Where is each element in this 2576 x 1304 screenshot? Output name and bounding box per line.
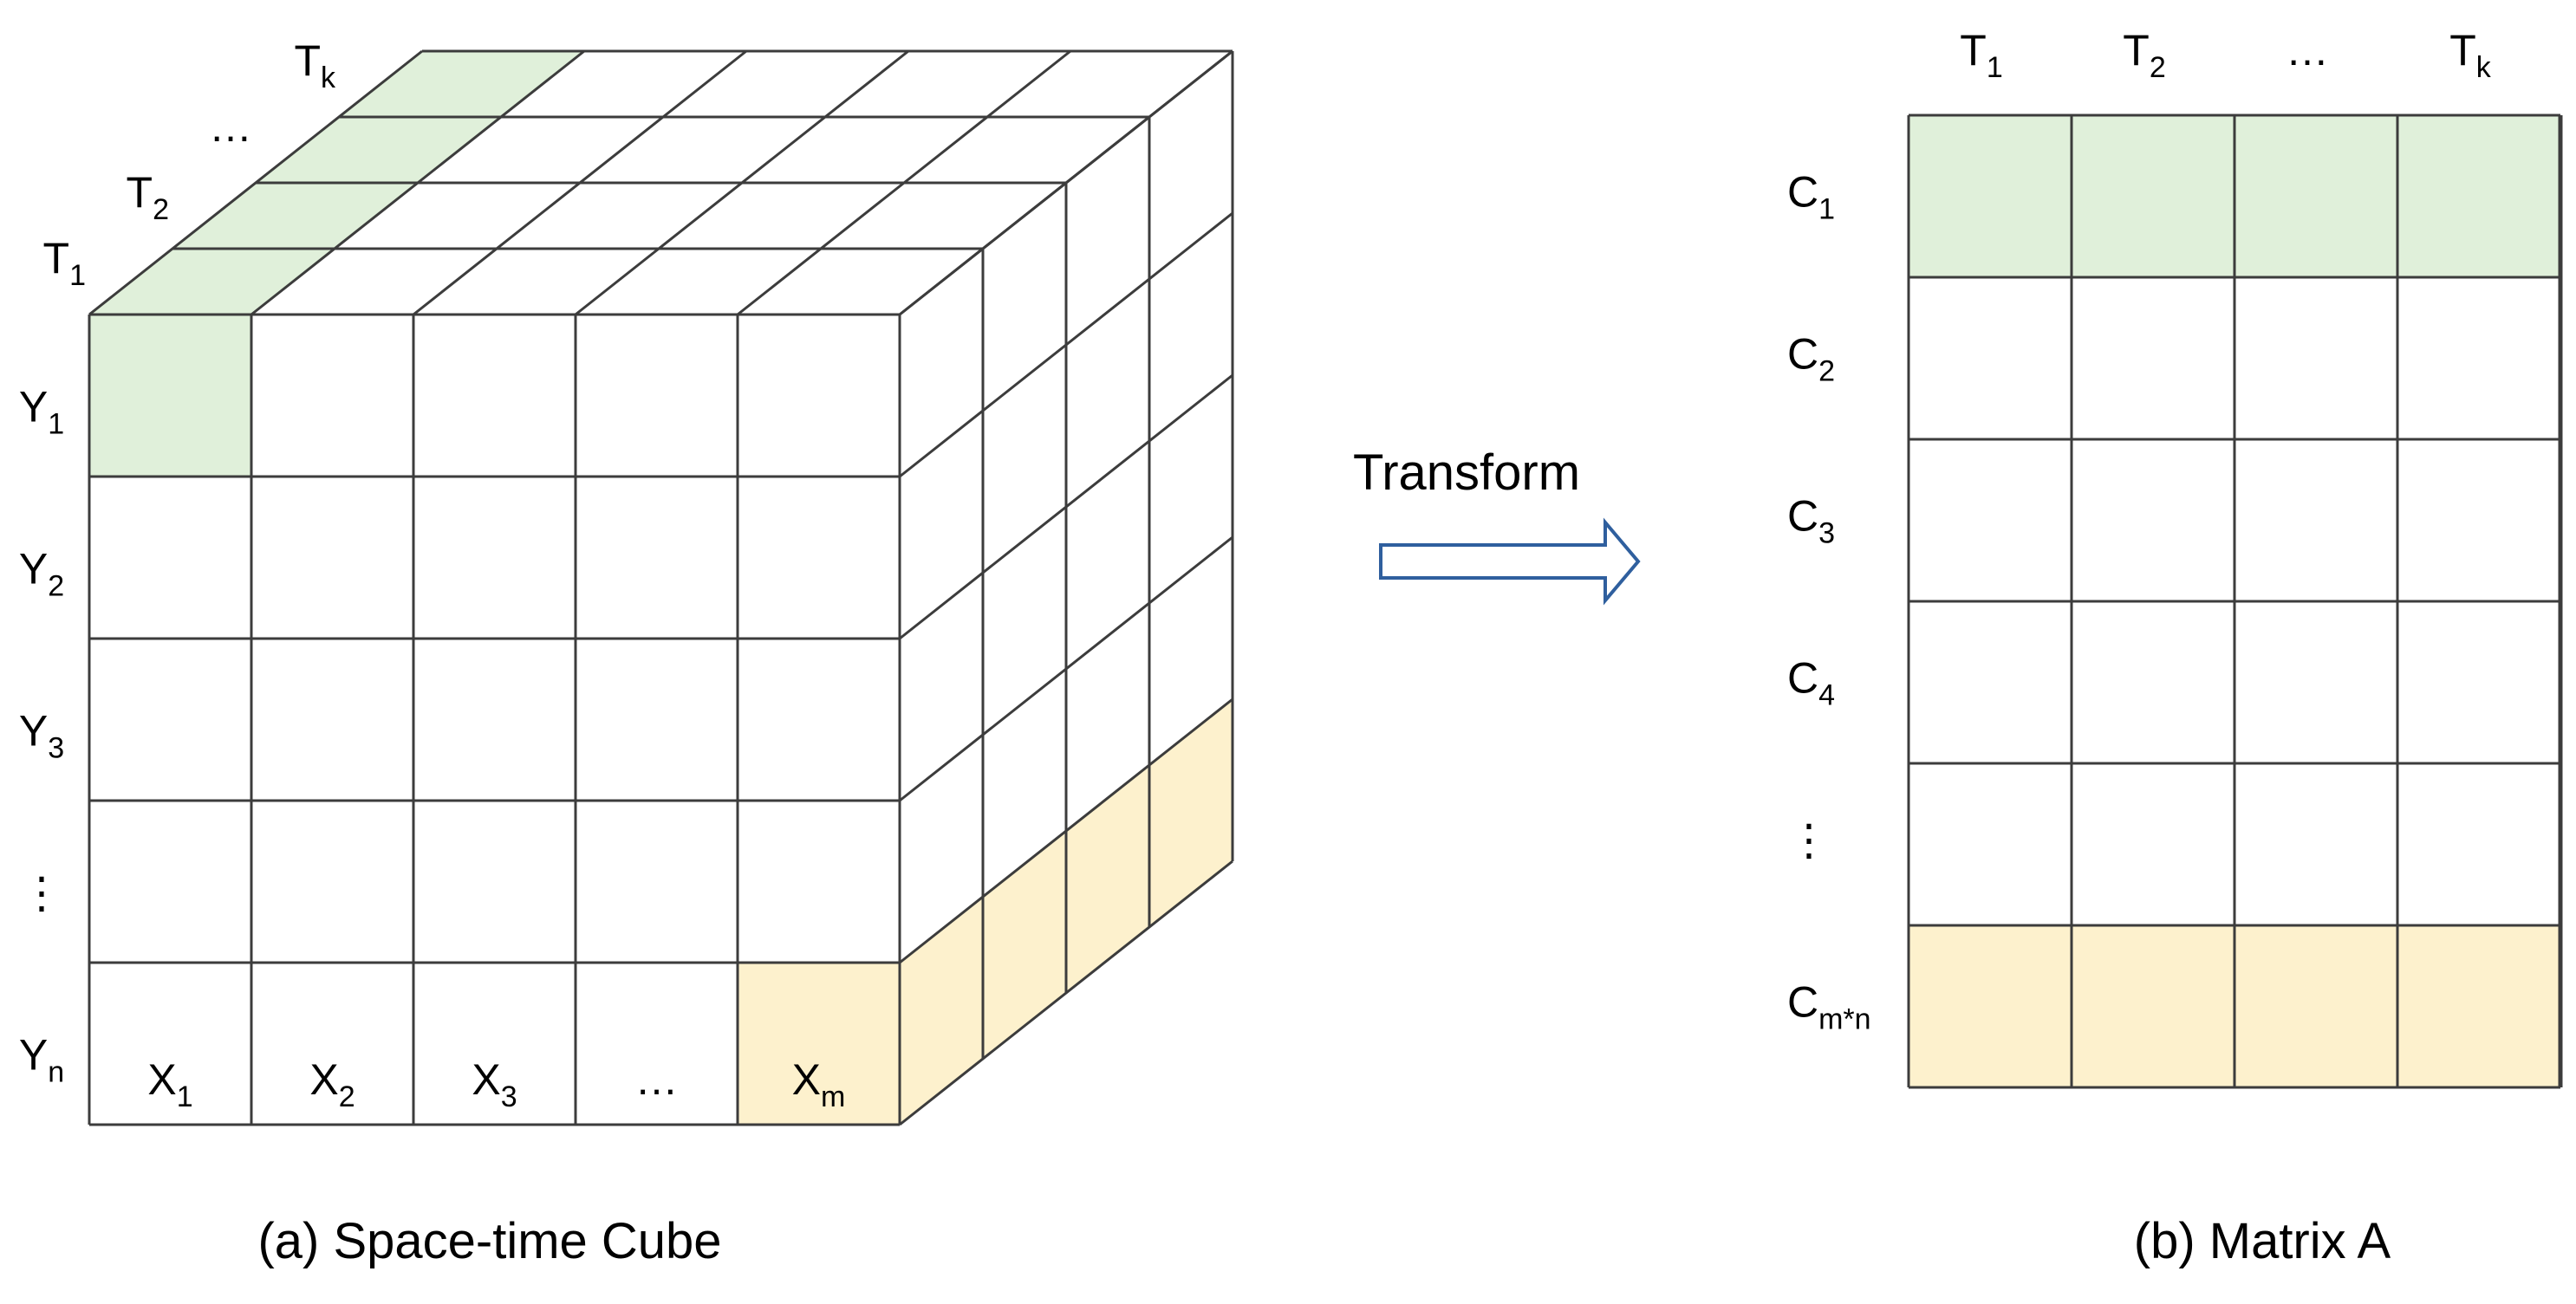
y-label: Yn <box>19 1031 64 1089</box>
green-front-cell <box>89 315 251 477</box>
x-label: Xm <box>792 1055 846 1113</box>
matrix-row-label: Cm*n <box>1787 978 1871 1036</box>
y-label: Y3 <box>19 707 64 765</box>
matrix-row-label: ⋮ <box>1787 816 1831 865</box>
x-label: … <box>635 1055 679 1104</box>
t-label: Tk <box>294 36 336 94</box>
matrix-col-label: … <box>2286 26 2329 75</box>
x-label: X3 <box>472 1055 517 1113</box>
cube-caption: (a) Space-time Cube <box>257 1213 721 1269</box>
matrix-col-label: T2 <box>2123 26 2165 84</box>
x-label: X2 <box>309 1055 355 1113</box>
transform-arrow <box>1379 517 1641 606</box>
transform-label: Transform <box>1353 444 1580 501</box>
x-label: X1 <box>147 1055 192 1113</box>
matrix-col-label: Tk <box>2449 26 2492 84</box>
matrix-row-label: C1 <box>1787 168 1835 226</box>
matrix-row-label: C3 <box>1787 492 1835 550</box>
matrix-row-label: C2 <box>1787 330 1835 388</box>
matrix-caption: (b) Matrix A <box>2134 1213 2391 1269</box>
y-label: Y2 <box>19 545 64 603</box>
y-label: ⋮ <box>20 869 63 918</box>
matrix-row-label: C4 <box>1787 654 1835 712</box>
matrix-col-label: T1 <box>1960 26 2002 84</box>
t-label: T1 <box>43 234 86 292</box>
t-label: T2 <box>127 168 169 226</box>
yellow-front-cell <box>738 963 900 1125</box>
t-label: … <box>209 102 252 151</box>
y-label: Y1 <box>19 383 64 441</box>
right-arrow-icon <box>1379 517 1641 606</box>
